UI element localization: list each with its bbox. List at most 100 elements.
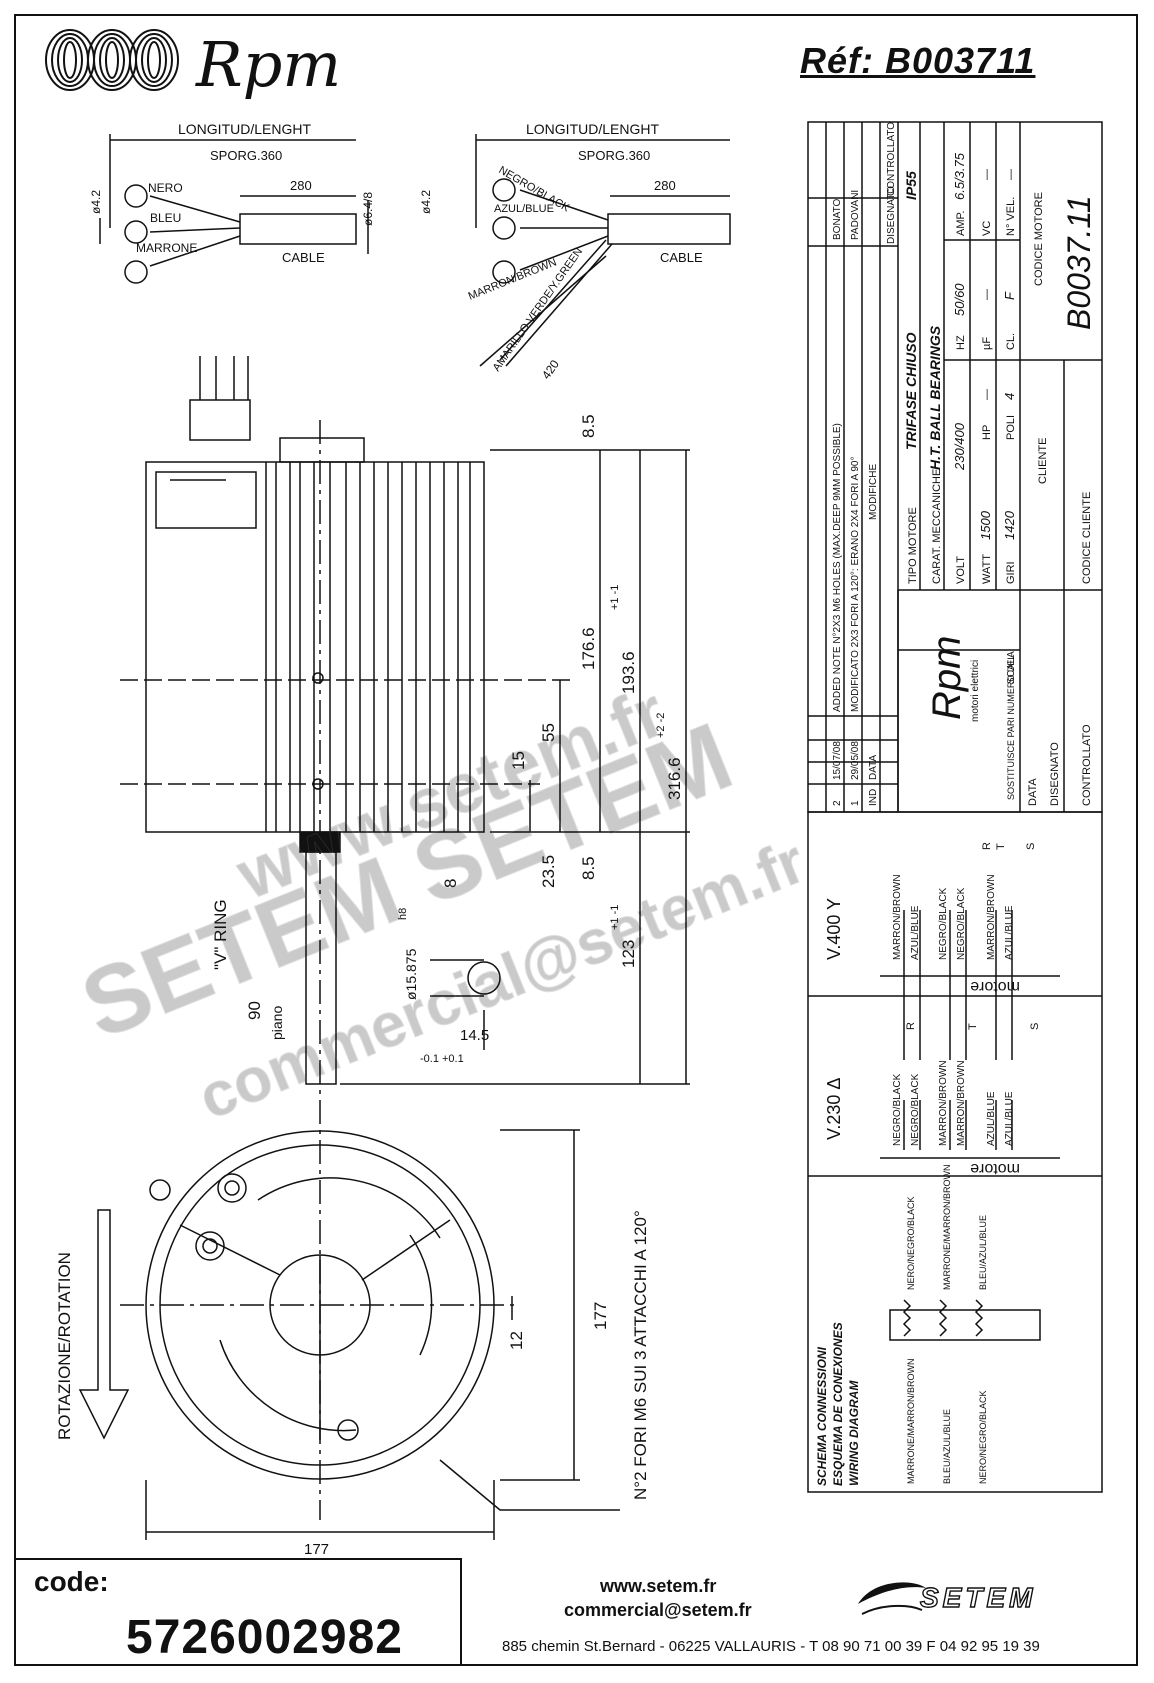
cable-label-right: CABLE [660, 250, 703, 265]
dim-8-5-top: 8.5 [579, 414, 598, 438]
schema-en: WIRING DIAGRAM [847, 1380, 861, 1486]
vc-value: — [981, 169, 993, 180]
phase-r-230: R [905, 1022, 917, 1030]
dim-shaft-diameter: ø15.875 [403, 948, 419, 1000]
dim-8-5-bottom: 8.5 [579, 856, 598, 880]
revision-1-by: PADOVANI [850, 190, 861, 240]
poli-value: 4 [1002, 393, 1017, 400]
wiring-bottom-2: NERO/NEGRO/BLACK [978, 1390, 988, 1484]
tipo-motore-label: TIPO MOTORE [907, 507, 919, 584]
w230-3: MARRON/BROWN [956, 1060, 967, 1146]
col-controllato: CONTROLLATO [886, 122, 897, 196]
controllato-label: CONTROLLATO [1081, 724, 1093, 806]
w230-1: NEGRO/BLACK [910, 1073, 921, 1146]
longitud-label-right: LONGITUD/LENGHT [526, 121, 659, 137]
revision-2-by: BONATO [832, 198, 843, 240]
revision-1-ind: 1 [850, 800, 861, 806]
w400-2: NEGRO/BLACK [938, 887, 949, 960]
volt-label: VOLT [955, 556, 967, 584]
reference-number: Réf: B003711 [800, 40, 1036, 81]
vel-value: — [1005, 169, 1017, 180]
dim-176-6: 176.6 [579, 627, 598, 670]
holes-note: N°2 FORI M6 SUI 3 ATTACCHI A 120° [631, 1210, 650, 1500]
dim-193-6: 193.6 [619, 651, 638, 694]
cl-label: CL. [1005, 333, 1017, 350]
schema-es: ESQUEMA DE CONEXIONES [831, 1322, 845, 1486]
footer-email[interactable]: commercial@setem.fr [564, 1600, 752, 1620]
tol-14-5: -0.1 +0.1 [420, 1053, 464, 1065]
watt-value: 1500 [978, 510, 993, 540]
tol-316-6: +2 -2 [655, 713, 667, 738]
w230-4: AZUL/BLUE [986, 1091, 997, 1146]
volt-value: 230/400 [952, 422, 967, 471]
schema-it: SCHEMA CONNESSIONI [815, 1346, 829, 1486]
dim-316-6: 316.6 [665, 757, 684, 800]
dim-14-5: 14.5 [460, 1027, 489, 1044]
phi-42-label-left: ø4.2 [89, 190, 103, 214]
footer-address: 885 chemin St.Bernard - 06225 VALLAURIS … [502, 1638, 1040, 1655]
wiring-bottom-1: BLEU/AZUL/BLUE [942, 1409, 952, 1484]
dim-8: 8 [441, 879, 460, 888]
wiring-top-2: BLEU/AZUL/BLUE [978, 1215, 988, 1290]
w230-0: NEGRO/BLACK [892, 1073, 903, 1146]
cliente-label: CLIENTE [1037, 438, 1049, 484]
phi-64-label: ø6.4/8 [361, 192, 375, 226]
hp-label: HP [981, 425, 993, 440]
giri-label: GIRI [1005, 561, 1017, 584]
dim-420-label: 420 [539, 357, 562, 382]
hz-label: HZ [955, 335, 967, 350]
v400-label: V.400 Y [824, 898, 844, 960]
dim-123: 123 [619, 940, 638, 968]
dim-177-horizontal: 177 [304, 1541, 329, 1558]
motore-label-230: motore [970, 1160, 1020, 1177]
phase-r-400: R [981, 842, 993, 850]
setem-logo: SETEM [919, 1581, 1037, 1613]
phase-s-400: S [1025, 843, 1037, 850]
uf-value: — [981, 289, 993, 300]
wiring-top-1: MARRONE/MARRON/BROWN [942, 1165, 952, 1291]
setem-swoosh-icon [858, 1582, 926, 1615]
dim-280-left: 280 [290, 178, 312, 193]
drawing-frame [14, 14, 1138, 1666]
carat-value: H.T. BALL BEARINGS [927, 325, 943, 470]
hp-value: — [981, 389, 993, 400]
revision-2-ind: 2 [832, 800, 843, 806]
w400-3: NEGRO/BLACK [956, 887, 967, 960]
uf-label: µF [981, 337, 993, 350]
revision-2-note: ADDED NOTE N°2X3 M6 HOLES (MAX.DEEP 9MM … [832, 423, 843, 712]
shaft-fit: h8 [397, 908, 409, 920]
wire-bleu-label: BLEU [150, 211, 181, 225]
codice-motore-value: B0037.11 [1061, 195, 1097, 330]
motore-label-400: motore [970, 978, 1020, 995]
data-label: DATA [1027, 778, 1039, 806]
w230-5: AZUL/BLUE [1004, 1091, 1015, 1146]
w230-2: MARRON/BROWN [938, 1060, 949, 1146]
motor-front-view [120, 1100, 620, 1540]
cl-value: F [1002, 291, 1017, 300]
dim-90: 90 [245, 1001, 264, 1020]
dim-280-right: 280 [654, 178, 676, 193]
wire-nero-label: NERO [148, 181, 183, 195]
wire-azul-blue-label: AZUL/BLUE [494, 203, 554, 215]
cable-detail-right [475, 134, 731, 367]
hz-value: 50/60 [952, 283, 967, 316]
poli-label: POLI [1005, 415, 1017, 440]
col-ind: IND [868, 789, 879, 806]
sostituisce-label: SOSTITUISCE PARI NUMERO DEL [1006, 655, 1016, 800]
cable-detail-left [99, 134, 369, 284]
sporg-label-right: SPORG.360 [578, 148, 650, 163]
footer-website[interactable]: www.setem.fr [600, 1576, 717, 1596]
rotation-label: ROTAZIONE/ROTATION [55, 1252, 74, 1440]
revision-1-date: 29/05/08 [850, 741, 861, 780]
wiring-diagram [807, 811, 1103, 1493]
phase-t-230: T [967, 1023, 979, 1030]
dim-177-vertical: 177 [591, 1302, 610, 1330]
w400-0: MARRON/BROWN [892, 874, 903, 960]
rpm-small-logo: Rpm [925, 636, 969, 720]
col-data: DATA [868, 754, 879, 780]
revision-2-date: 15/07/08 [832, 741, 843, 780]
col-modifiche: MODIFICHE [868, 464, 879, 520]
giri-value: 1420 [1002, 510, 1017, 540]
tipo-motore: TRIFASE CHIUSO [903, 332, 919, 450]
